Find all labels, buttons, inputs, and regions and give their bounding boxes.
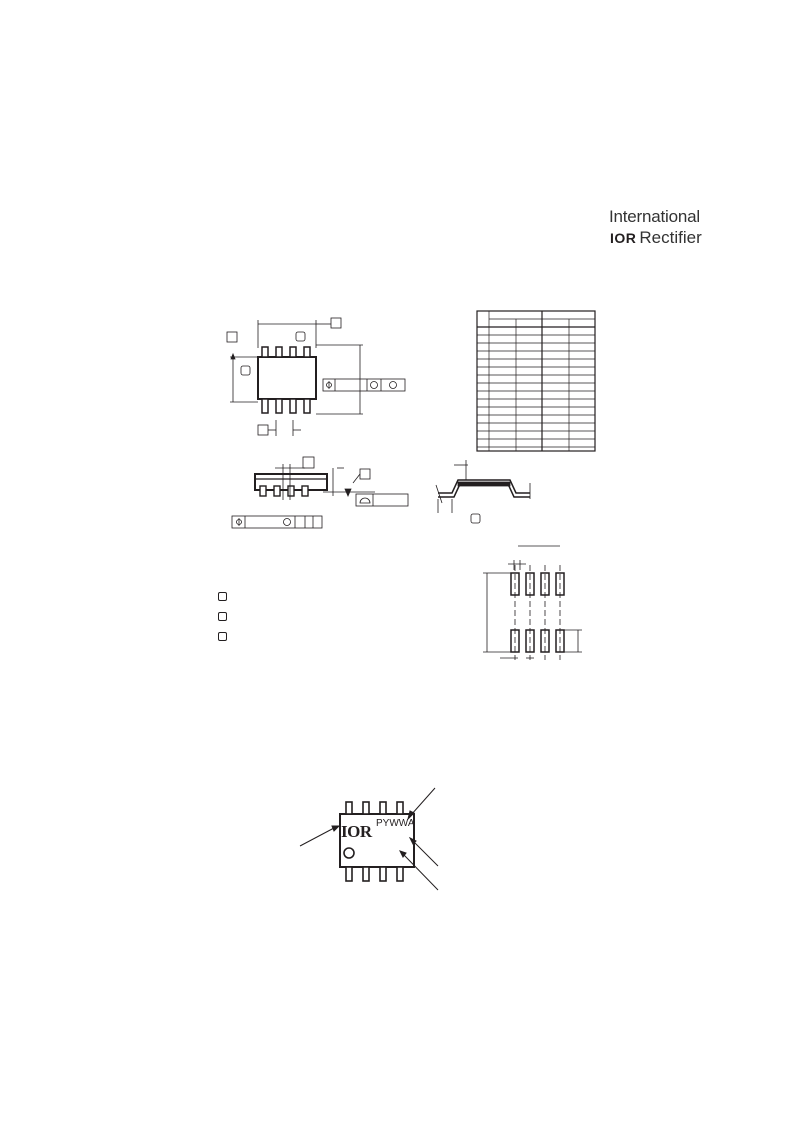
note-ref-box-3 [218,632,227,641]
company-name-line2: Rectifier [639,228,702,247]
note-ref-1 [218,592,227,601]
company-name-line1: International [609,207,700,226]
note-ref-box-1 [218,592,227,601]
footprint-drawing [483,545,582,660]
package-top-view-drawing [226,317,406,436]
package-side-view-drawing [231,456,409,529]
ior-logo-mark: IOR [610,230,637,246]
note-ref-3 [218,632,227,641]
chip-logo-marking: IOR [341,822,372,841]
dimensions-table [476,310,596,452]
company-logo: IOR Rectifier [610,229,702,247]
package-end-view-drawing [435,460,531,524]
package-body-top [257,356,317,400]
note-ref-2 [218,612,227,621]
note-ref-box-2 [218,612,227,621]
part-marking-drawing [299,787,439,891]
chip-date-code-marking: PYWWA [376,818,415,829]
